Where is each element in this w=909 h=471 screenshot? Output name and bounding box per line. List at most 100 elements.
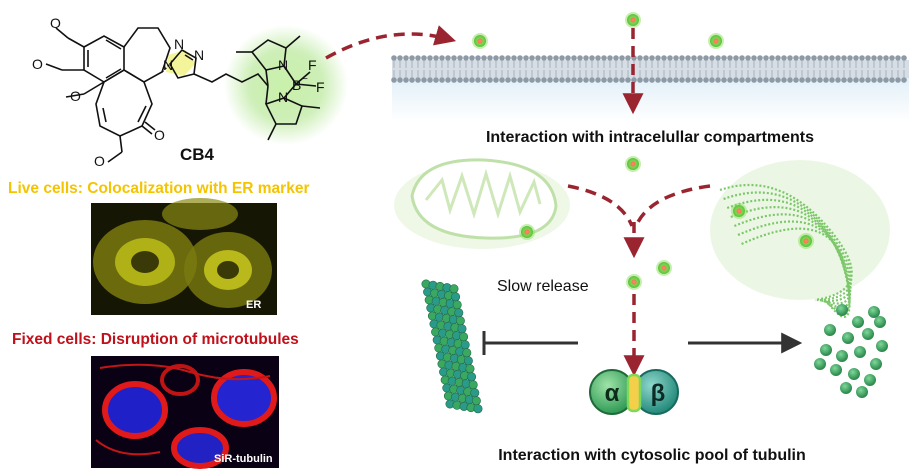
lipid-head — [739, 77, 745, 83]
lipid-head — [871, 55, 877, 61]
lipid-head — [841, 77, 847, 83]
lipid-head — [445, 77, 451, 83]
lipid-head — [715, 77, 721, 83]
endoplasmic-reticulum — [710, 160, 890, 318]
lipid-head — [811, 77, 817, 83]
lipid-head — [451, 77, 457, 83]
atom-b: B — [292, 77, 301, 93]
free-tubulin — [820, 344, 832, 356]
lipid-head — [511, 77, 517, 83]
lipid-head — [547, 77, 553, 83]
lipid-head — [787, 77, 793, 83]
lipid-head — [589, 55, 595, 61]
lipid-head — [553, 77, 559, 83]
lipid-head — [883, 77, 889, 83]
mitochondrion — [394, 158, 570, 249]
lipid-head — [901, 55, 907, 61]
microtubule — [421, 279, 483, 414]
lipid-head — [559, 77, 565, 83]
lipid-head — [745, 77, 751, 83]
lipid-head — [889, 77, 895, 83]
lipid-head — [595, 77, 601, 83]
lipid-head — [823, 55, 829, 61]
free-tubulin — [856, 386, 868, 398]
lipid-head — [613, 77, 619, 83]
tubulin-bead — [463, 356, 473, 366]
lipid-head — [661, 55, 667, 61]
tubulin-bead — [455, 316, 465, 326]
free-tubulin — [830, 364, 842, 376]
probe-dot — [733, 205, 745, 217]
lipid-head — [811, 55, 817, 61]
atom-b-charge: − — [302, 74, 308, 85]
lipid-head — [871, 77, 877, 83]
lipid-head — [535, 55, 541, 61]
atom-o-4: O — [94, 153, 105, 169]
lipid-head — [865, 77, 871, 83]
lipid-head — [721, 77, 727, 83]
lipid-head — [415, 55, 421, 61]
lipid-head — [733, 55, 739, 61]
lipid-head — [685, 55, 691, 61]
lipid-head — [475, 55, 481, 61]
free-tubulin — [868, 306, 880, 318]
lipid-head — [715, 55, 721, 61]
atom-n-3: N — [194, 47, 204, 63]
lipid-head — [427, 55, 433, 61]
lipid-head — [775, 55, 781, 61]
lipid-head — [799, 55, 805, 61]
lipid-head — [691, 55, 697, 61]
lipid-head — [661, 77, 667, 83]
lipid-head — [673, 55, 679, 61]
lipid-head — [667, 55, 673, 61]
er-cisterna — [726, 198, 852, 302]
lipid-head — [487, 55, 493, 61]
lipid-head — [721, 55, 727, 61]
lipid-head — [709, 55, 715, 61]
lipid-head — [655, 77, 661, 83]
atom-o-1: O — [50, 15, 61, 31]
lipid-head — [409, 55, 415, 61]
lipid-head — [697, 55, 703, 61]
ring-c — [95, 69, 153, 137]
lipid-head — [565, 55, 571, 61]
bodipy-right-pyrrole — [264, 97, 303, 125]
lipid-head — [559, 55, 565, 61]
lipid-head — [565, 77, 571, 83]
tubulin-bead — [471, 396, 481, 406]
lipid-head — [679, 77, 685, 83]
lipid-head — [751, 55, 757, 61]
membrane-core — [392, 60, 909, 78]
lipid-head — [499, 77, 505, 83]
probe-dot — [627, 14, 639, 26]
lipid-head — [475, 77, 481, 83]
cytosolic-title: Interaction with cytosolic pool of tubul… — [498, 447, 806, 464]
lipid-head — [517, 77, 523, 83]
atom-f-2: F — [316, 79, 325, 95]
atom-labels: O O O O O N N N N N B − F F — [32, 15, 325, 169]
lipid-head — [607, 55, 613, 61]
lipid-head — [817, 77, 823, 83]
lipid-head — [403, 55, 409, 61]
lipid-head — [547, 55, 553, 61]
alpha-label: α — [605, 380, 620, 407]
lipid-head — [631, 77, 637, 83]
lipid-head — [415, 77, 421, 83]
lipid-head — [601, 55, 607, 61]
lipid-head — [895, 55, 901, 61]
lipid-head — [793, 55, 799, 61]
lipid-head — [703, 77, 709, 83]
lipid-head — [439, 77, 445, 83]
er-cisterna — [741, 227, 851, 318]
lipid-head — [409, 77, 415, 83]
lipid-head — [859, 77, 865, 83]
lipid-head — [589, 77, 595, 83]
free-tubulin — [824, 324, 836, 336]
lipid-head — [655, 55, 661, 61]
lipid-head — [769, 55, 775, 61]
lipid-head — [673, 77, 679, 83]
tubulin-bead — [468, 380, 478, 390]
probe-dot — [474, 35, 486, 47]
lipid-head — [793, 77, 799, 83]
lipid-head — [853, 77, 859, 83]
